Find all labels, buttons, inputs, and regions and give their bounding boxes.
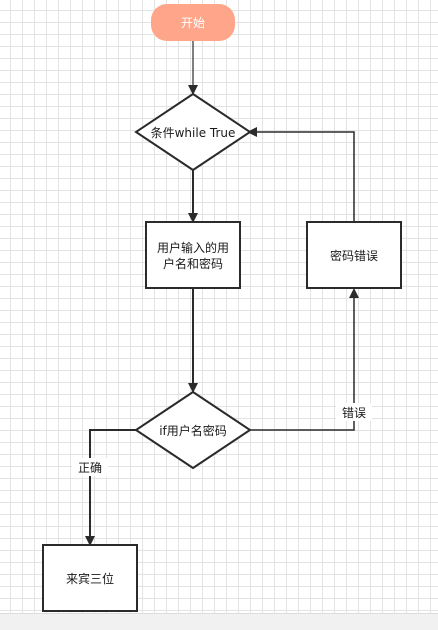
edge-label-wrong: 错误 [342,406,366,420]
credential-check-label: if用户名密码 [159,423,227,438]
password-error-label: 密码错误 [330,248,378,263]
user-input-label-line2: 户名和密码 [163,256,223,271]
welcome-box[interactable] [42,544,138,612]
loop-condition-diamond[interactable] [134,92,252,172]
edge-label-correct: 正确 [78,461,102,475]
password-error-box[interactable] [306,221,402,289]
start-node[interactable] [151,4,235,41]
edge-check-to-welcome [85,429,137,546]
user-input-box[interactable] [145,221,241,289]
wrong-label-bg [336,403,372,421]
correct-label-bg [72,458,108,476]
user-input-label-line1: 用户输入的用 [157,240,229,255]
loop-condition-label: 条件while True [151,126,236,140]
edge-error-to-loop [247,127,355,222]
welcome-label: 来宾三位 [66,571,114,586]
credential-check-diamond[interactable] [134,390,252,470]
edge-check-to-error [249,288,359,431]
bottom-scroll-strip [0,613,438,630]
start-label: 开始 [181,16,205,30]
